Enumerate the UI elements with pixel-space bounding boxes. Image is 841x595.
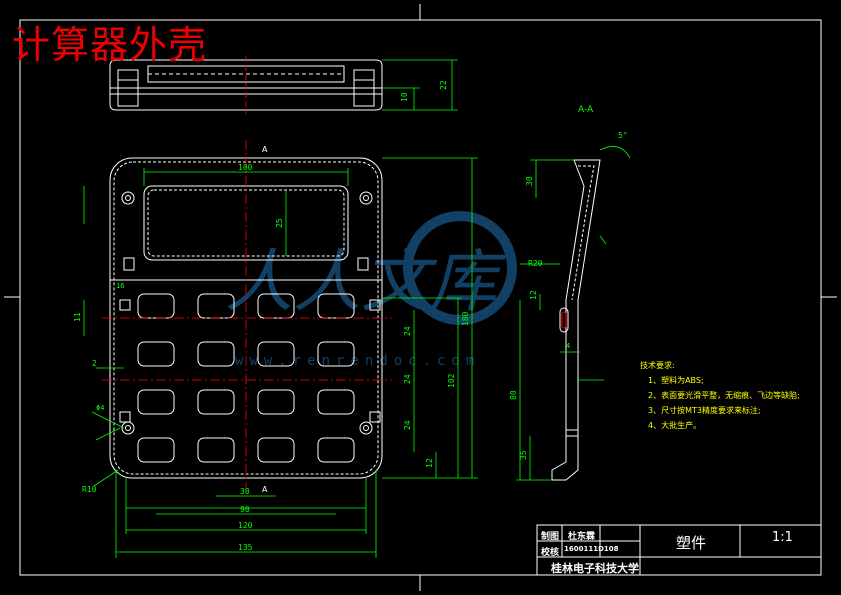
dim-corner-radius: R10 <box>82 485 97 494</box>
section-view <box>551 159 601 481</box>
key-hole <box>197 341 235 367</box>
watermark-url: www.renrendoc.com <box>235 353 480 369</box>
key-hole <box>317 437 355 463</box>
sec-dim-h5: 35 <box>519 450 528 460</box>
centerlines <box>102 140 392 495</box>
tb-drawn-name: 杜东霖 <box>568 532 596 542</box>
sec-dim-h1: 30 <box>525 176 534 186</box>
cut-mark-a-top: A <box>262 145 268 154</box>
sec-dim-w: 4 <box>566 342 570 350</box>
key-hole <box>257 389 295 415</box>
drawing-frame <box>4 4 837 591</box>
note-item: 1、塑料为ABS; <box>648 376 704 385</box>
note-item: 4、大批生产。 <box>648 421 702 430</box>
dim-row-4: 12 <box>425 458 434 468</box>
key-hole <box>257 341 295 367</box>
note-item: 2、表面要光滑平整，无缩痕、飞边等缺陷; <box>648 391 800 400</box>
key-hole <box>257 437 295 463</box>
dim-window-height: 25 <box>275 218 284 228</box>
key-hole <box>317 389 355 415</box>
tb-scale: 1:1 <box>772 530 793 545</box>
notes-heading: 技术要求: <box>640 361 675 370</box>
key-hole <box>197 437 235 463</box>
cut-mark-a-bottom: A <box>262 485 268 494</box>
dim-key-span: 90 <box>240 505 250 514</box>
section-dims <box>516 146 631 481</box>
dim-row-3: 24 <box>403 420 412 430</box>
tb-institution: 桂林电子科技大学 <box>551 562 639 575</box>
key-hole <box>137 389 175 415</box>
front-view-dims <box>83 157 478 558</box>
dim-inner-width: 120 <box>238 521 253 530</box>
title-block-lines <box>536 524 822 576</box>
sec-dim-h4: 80 <box>509 390 518 400</box>
dim-hole: Φ4 <box>96 404 104 412</box>
dim-key-width: 11 <box>73 312 82 322</box>
dim-row-1: 24 <box>403 326 412 336</box>
watermark-logo: 人人文库 www.renrendoc.com <box>225 211 517 369</box>
dim-total-width: 135 <box>238 543 253 552</box>
key-hole <box>137 293 175 319</box>
key-hole <box>317 341 355 367</box>
tb-school-label: 校核 <box>541 548 560 558</box>
watermark-text: 人人文库 <box>225 243 507 322</box>
tb-student-id: 1600111D108 <box>564 545 619 553</box>
top-view-dims <box>245 56 458 114</box>
key-hole <box>197 389 235 415</box>
technical-notes: 技术要求: 1、塑料为ABS; 2、表面要光滑平整，无缩痕、飞边等缺陷; 3、尺… <box>640 358 800 433</box>
sec-dim-r20: R20 <box>528 259 543 268</box>
dim-key-area-height: 102 <box>447 373 456 388</box>
dim-top-h1: 10 <box>400 92 409 102</box>
dim-row-2: 24 <box>403 374 412 384</box>
tb-part-name: 塑件 <box>676 534 707 552</box>
sec-dim-h3: 12 <box>529 290 538 300</box>
dim-key-w-label: 16 <box>116 282 124 290</box>
key-hole <box>257 293 295 319</box>
key-hole <box>137 437 175 463</box>
section-label: A-A <box>578 105 594 115</box>
key-hole <box>137 341 175 367</box>
sec-dim-angle: 5° <box>618 131 628 140</box>
dim-overall-height: 180 <box>461 311 470 326</box>
note-item: 3、尺寸按MT3精度要求来标注; <box>648 406 761 415</box>
drawing-title: 计算器外壳 <box>12 23 208 67</box>
dim-left-margin: 2 <box>92 359 97 368</box>
tb-drawn-label: 制图 <box>541 532 560 542</box>
dim-top-h2: 22 <box>439 80 448 90</box>
dim-key-pitch: 30 <box>240 487 250 496</box>
dim-window-width: 100 <box>238 163 253 172</box>
